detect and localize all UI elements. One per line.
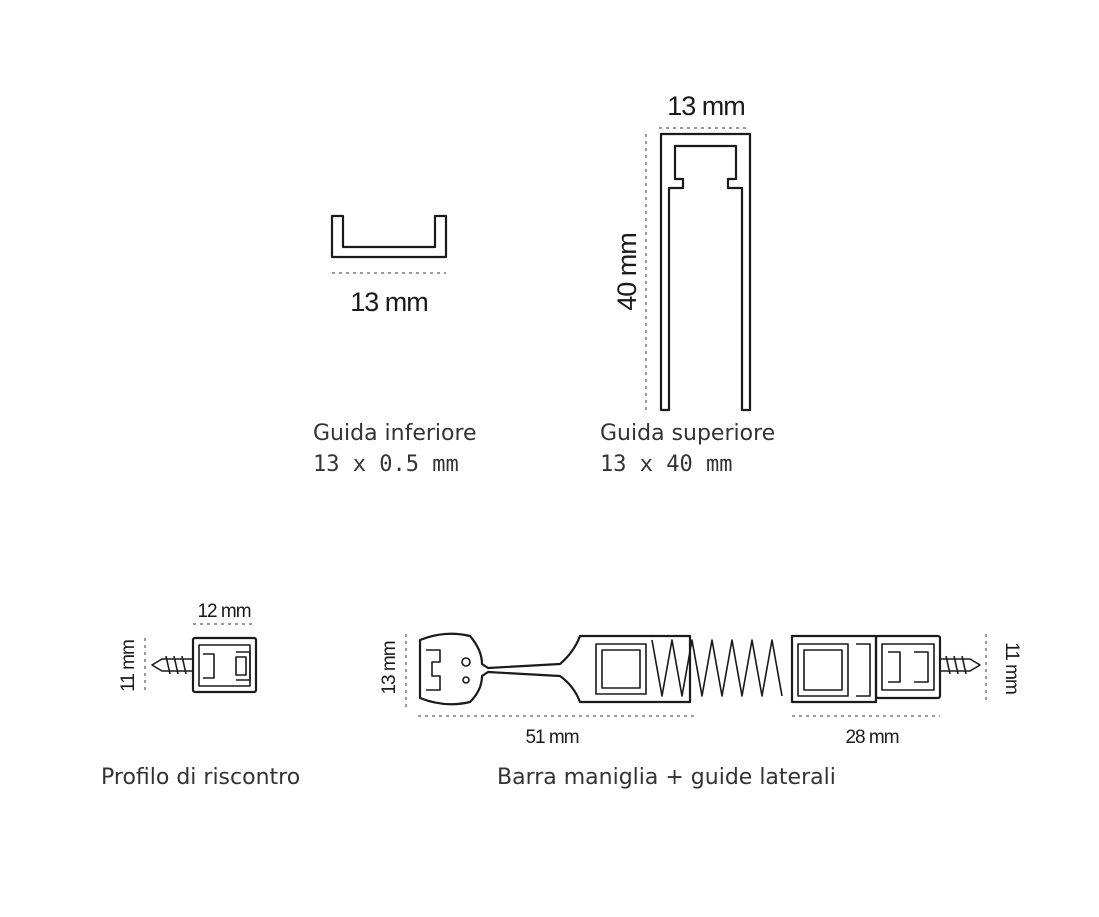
profilo-width-label: 12 mm: [197, 601, 250, 622]
guida-inferiore-caption: Guida inferiore: [313, 421, 477, 446]
guida-inferiore-drawing: [330, 214, 448, 274]
barra-length-label: 51 mm: [525, 727, 578, 748]
guida-inferiore-size: 13 x 0.5 mm: [313, 452, 459, 477]
guida-superiore-height-label: 40 mm: [612, 233, 642, 311]
guida-superiore-drawing: [645, 127, 752, 412]
guide-laterali-height-label: 11 mm: [1001, 642, 1022, 694]
guida-superiore-size: 13 x 40 mm: [600, 452, 732, 477]
barra-maniglia-caption: Barra maniglia + guide laterali: [497, 765, 836, 790]
guida-inferiore-width-label: 13 mm: [350, 287, 428, 317]
guide-laterali-length-label: 28 mm: [845, 727, 898, 748]
profilo-riscontro-drawing: [144, 623, 258, 694]
profilo-height-label: 11 mm: [118, 640, 139, 692]
barra-maniglia-drawing: [405, 632, 987, 717]
guida-superiore-caption: Guida superiore: [600, 421, 775, 446]
guida-superiore-width-label: 13 mm: [667, 91, 745, 121]
profilo-riscontro-caption: Profilo di riscontro: [101, 765, 300, 790]
barra-height-label: 13 mm: [379, 641, 400, 694]
